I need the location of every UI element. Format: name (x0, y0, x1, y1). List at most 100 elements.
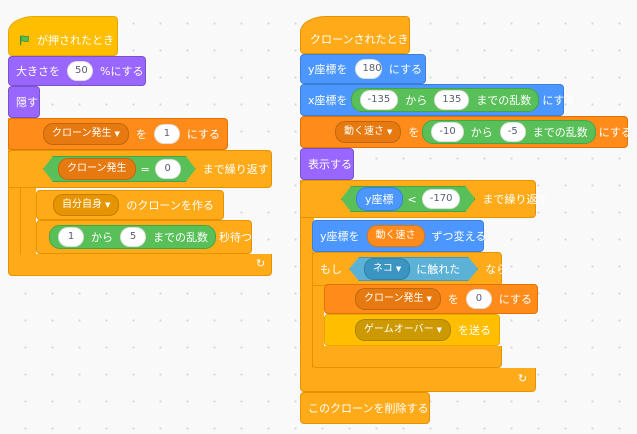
loop-arrow-icon: ↻ (256, 257, 266, 270)
dropdown-arrow-icon: ▼ (387, 128, 393, 136)
change-y-block[interactable]: y座標を 動く速さ ずつ変える (312, 220, 486, 252)
var-dropdown[interactable]: クローン発生▼ (43, 123, 129, 145)
speed-reporter[interactable]: 動く速さ (366, 225, 425, 247)
when-clone-starts-block[interactable]: クローンされたとき (300, 16, 410, 54)
random-operator[interactable]: -10 から -5 までの乱数 (422, 120, 596, 144)
set-size-input[interactable]: 50 (67, 61, 93, 81)
set-var-post: にする (186, 128, 221, 141)
var-name: クローン発生 (364, 293, 424, 304)
set-speed-block[interactable]: 動く速さ▼ を -10 から -5 までの乱数 にする (300, 116, 632, 148)
random-operator[interactable]: -135 から 135 までの乱数 (350, 88, 540, 112)
set-var-post: にする (498, 293, 533, 306)
set-x-block[interactable]: x座標を -135 から 135 までの乱数 にする (300, 84, 575, 116)
green-flag-icon (19, 34, 29, 45)
message-name: ゲームオーバー (364, 324, 434, 335)
x-from-input[interactable]: -135 (359, 90, 399, 110)
x-rand: までの乱数 (476, 94, 532, 107)
delete-clone-label: このクローンを削除する (308, 402, 429, 415)
random-to-input[interactable]: 5 (120, 227, 146, 247)
delete-clone-block[interactable]: このクローンを削除する (300, 392, 430, 424)
reporter-name: クローン発生 (67, 163, 127, 174)
if-block[interactable]: もし ネコ▼ に触れた なら (312, 252, 507, 286)
when-flag-clicked-block[interactable]: が押されたとき (8, 16, 118, 56)
speed-mid: から (470, 126, 493, 139)
set-size-post: %にする (100, 65, 144, 78)
less-than-operator[interactable]: y座標 < -170 (341, 186, 475, 212)
touching-sensor[interactable]: ネコ▼ に触れた (349, 257, 478, 281)
less-than-sign: < (407, 192, 417, 206)
dropdown-arrow-icon: ▼ (426, 295, 432, 303)
set-x-pre: x座標を (308, 94, 348, 107)
hide-block[interactable]: 隠す (8, 86, 40, 118)
set-size-pre: 大きさを (16, 65, 60, 78)
speed-rand: までの乱数 (532, 126, 588, 139)
touch-label: に触れた (416, 263, 461, 276)
broadcast-post: を送る (458, 324, 491, 337)
clone-target-name: 自分自身 (62, 199, 102, 210)
wait-end-label: 秒待つ (219, 231, 252, 244)
x-to-input[interactable]: 135 (434, 90, 470, 110)
when-flag-label: が押されたとき (37, 34, 114, 47)
change-y-post: ずつ変える (431, 230, 487, 243)
create-clone-block[interactable]: 自分自身▼ のクローンを作る (36, 190, 224, 220)
change-y-pre: y座標を (320, 230, 360, 243)
create-clone-post: のクローンを作る (126, 199, 214, 212)
speed-var-name: 動く速さ (344, 126, 384, 137)
set-speed-post: にする (598, 126, 632, 139)
set-x-post: にする (542, 94, 576, 107)
repeat-until-side (300, 180, 314, 376)
repeat-inner-side (20, 188, 36, 256)
set-y-input[interactable]: 180 (354, 59, 382, 79)
random-mid: から (91, 231, 113, 244)
if-post: なら (485, 263, 508, 276)
x-mid: から (405, 94, 428, 107)
speed-from-input[interactable]: -10 (431, 122, 464, 142)
dropdown-arrow-icon: ▼ (114, 130, 120, 138)
dropdown-arrow-icon: ▼ (436, 326, 442, 334)
broadcast-block[interactable]: ゲームオーバー▼ を送る (324, 314, 500, 346)
set-var-pre: を (447, 293, 459, 306)
set-y-pre: y座標を (308, 63, 348, 76)
set-clone-spawn-block[interactable]: クローン発生▼ を 1 にする (8, 118, 228, 150)
repeat-until-foot (300, 368, 536, 392)
equals-operator[interactable]: クローン発生 = 0 (43, 156, 196, 182)
speed-to-input[interactable]: -5 (499, 122, 526, 142)
y-position-reporter[interactable]: y座標 (356, 187, 403, 211)
set-var-input[interactable]: 1 (153, 124, 180, 144)
equals-value-input[interactable]: 0 (155, 159, 181, 179)
touch-target-dropdown[interactable]: ネコ▼ (364, 258, 410, 280)
clone-target-dropdown[interactable]: 自分自身▼ (53, 194, 120, 216)
message-dropdown[interactable]: ゲームオーバー▼ (355, 319, 451, 341)
random-post: までの乱数 (153, 231, 208, 244)
speed-reporter-label: 動く速さ (375, 230, 416, 241)
less-than-value-input[interactable]: -170 (422, 189, 461, 209)
speed-var-dropdown[interactable]: 動く速さ▼ (335, 121, 402, 143)
random-from-input[interactable]: 1 (58, 227, 84, 247)
repeat-until-block[interactable]: クローン発生 = 0 まで繰り返す (8, 150, 272, 188)
var-dropdown[interactable]: クローン発生▼ (355, 288, 441, 310)
show-label: 表示する (308, 158, 352, 171)
dropdown-arrow-icon: ▼ (395, 265, 402, 273)
repeat-until-block[interactable]: y座標 < -170 まで繰り返す (300, 180, 548, 218)
set-y-post: にする (388, 63, 422, 76)
repeat-until-foot (8, 254, 272, 276)
touch-target-name: ネコ (373, 263, 393, 274)
var-name: クローン発生 (52, 128, 112, 139)
set-y-block[interactable]: y座標を 180 にする (300, 54, 426, 84)
set-clone-spawn-zero-block[interactable]: クローン発生▼ を 0 にする (324, 284, 538, 314)
equals-sign: = (140, 162, 150, 176)
hide-label: 隠す (16, 96, 38, 109)
loop-arrow-icon: ↻ (518, 372, 528, 385)
set-var-input[interactable]: 0 (465, 289, 492, 309)
random-operator[interactable]: 1 から 5 までの乱数 (49, 225, 216, 249)
wait-random-block[interactable]: 1 から 5 までの乱数 秒待つ (36, 220, 252, 254)
repeat-until-post: まで繰り返す (202, 163, 269, 176)
show-block[interactable]: 表示する (300, 148, 354, 180)
if-pre: もし (320, 263, 342, 276)
when-clone-label: クローンされたとき (310, 33, 409, 46)
if-foot (312, 346, 502, 368)
clone-spawn-reporter[interactable]: クローン発生 (58, 158, 136, 180)
set-size-block[interactable]: 大きさを 50 %にする (8, 56, 146, 86)
set-var-pre: を (135, 128, 147, 141)
repeat-until-post: まで繰り返す (482, 193, 549, 206)
